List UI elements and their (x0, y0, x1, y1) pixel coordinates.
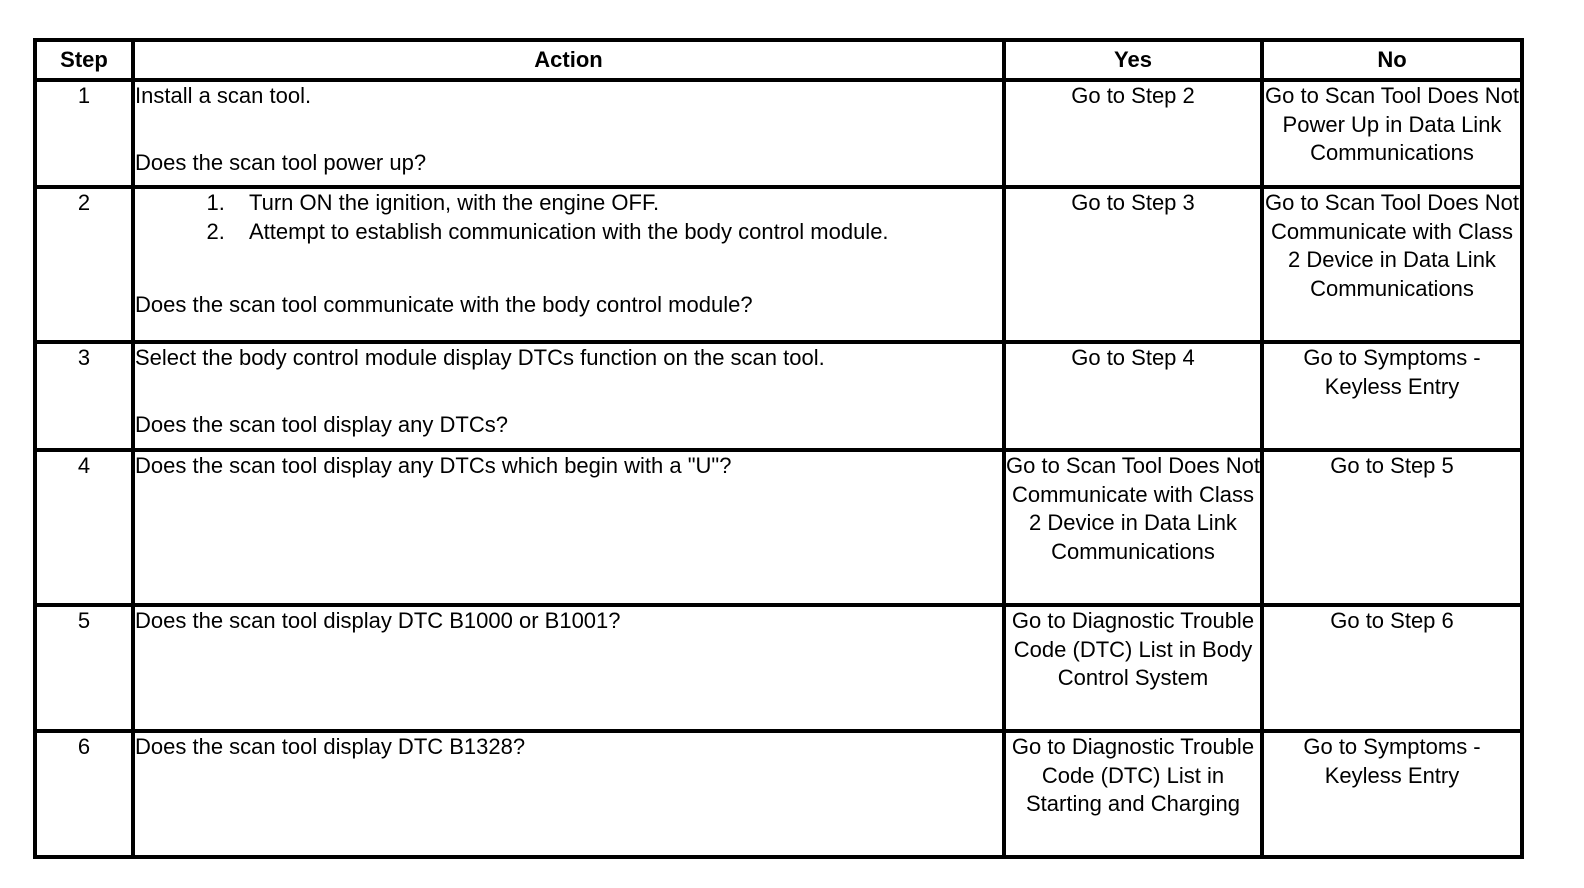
action-question: Does the scan tool display DTC B1328? (135, 734, 526, 759)
step-number: 1 (33, 78, 135, 189)
action-question: Does the scan tool communicate with the … (135, 291, 753, 317)
header-yes: Yes (1002, 38, 1264, 82)
table-row: 4 Does the scan tool display any DTCs wh… (33, 448, 1524, 607)
step-number: 6 (33, 729, 135, 859)
step-number: 2 (33, 185, 135, 344)
action-question: Does the scan tool display any DTCs whic… (135, 453, 732, 478)
header-action: Action (131, 38, 1006, 82)
yes-cell: Go to Step 2 (1002, 78, 1264, 189)
action-cell: Install a scan tool. Does the scan tool … (131, 78, 1006, 189)
substep-list: Turn ON the ignition, with the engine OF… (135, 189, 1002, 246)
step-number: 5 (33, 603, 135, 733)
step-number: 3 (33, 340, 135, 452)
action-question: Does the scan tool power up? (135, 149, 427, 175)
header-step: Step (33, 38, 135, 82)
table-header-row: Step Action Yes No (33, 38, 1524, 82)
substep-item: Attempt to establish communication with … (231, 218, 1002, 247)
action-intro: Select the body control module display D… (135, 345, 825, 370)
substep-item: Turn ON the ignition, with the engine OF… (231, 189, 1002, 218)
yes-cell: Go to Diagnostic Trouble Code (DTC) List… (1002, 603, 1264, 733)
action-cell: Does the scan tool display DTC B1000 or … (131, 603, 1006, 733)
action-intro: Install a scan tool. (135, 83, 312, 108)
table-row: 6 Does the scan tool display DTC B1328? … (33, 729, 1524, 859)
action-question: Does the scan tool display DTC B1000 or … (135, 608, 621, 633)
action-cell: Does the scan tool display any DTCs whic… (131, 448, 1006, 607)
yes-cell: Go to Diagnostic Trouble Code (DTC) List… (1002, 729, 1264, 859)
diagnostic-steps-table: Step Action Yes No 1 Install a scan tool… (33, 38, 1524, 859)
action-cell: Turn ON the ignition, with the engine OF… (131, 185, 1006, 344)
yes-cell: Go to Scan Tool Does Not Communicate wit… (1002, 448, 1264, 607)
yes-cell: Go to Step 3 (1002, 185, 1264, 344)
table-row: 3 Select the body control module display… (33, 340, 1524, 452)
action-question: Does the scan tool display any DTCs? (135, 411, 508, 437)
yes-cell: Go to Step 4 (1002, 340, 1264, 452)
step-number: 4 (33, 448, 135, 607)
table-row: 1 Install a scan tool. Does the scan too… (33, 78, 1524, 189)
action-cell: Select the body control module display D… (131, 340, 1006, 452)
no-cell: Go to Scan Tool Does Not Power Up in Dat… (1260, 78, 1524, 189)
table-row: 5 Does the scan tool display DTC B1000 o… (33, 603, 1524, 733)
no-cell: Go to Scan Tool Does Not Communicate wit… (1260, 185, 1524, 344)
table-row: 2 Turn ON the ignition, with the engine … (33, 185, 1524, 344)
no-cell: Go to Step 5 (1260, 448, 1524, 607)
action-cell: Does the scan tool display DTC B1328? (131, 729, 1006, 859)
header-no: No (1260, 38, 1524, 82)
no-cell: Go to Symptoms - Keyless Entry (1260, 729, 1524, 859)
no-cell: Go to Symptoms - Keyless Entry (1260, 340, 1524, 452)
no-cell: Go to Step 6 (1260, 603, 1524, 733)
